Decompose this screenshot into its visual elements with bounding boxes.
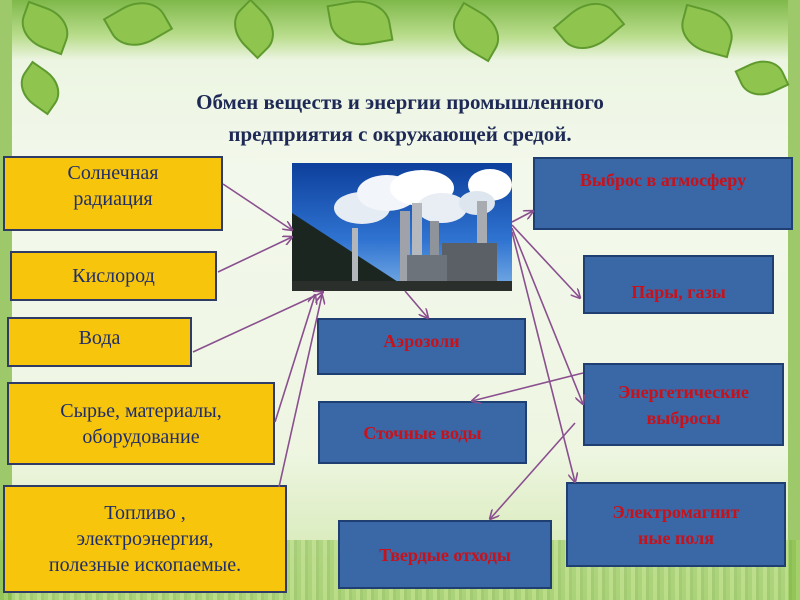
input-line: Вода — [78, 327, 121, 349]
arrow-factory-to-vapors — [511, 224, 580, 298]
input-line: Топливо , — [104, 502, 186, 524]
input-box-oxygen: Кислород — [10, 251, 217, 301]
input-box-fuel: Топливо , электроэнергия, полезные ископае… — [3, 485, 287, 593]
input-line: Кислород — [72, 265, 155, 287]
arrow-fuel-to-factory — [278, 295, 322, 488]
output-box-aerosols: Аэрозоли — [317, 318, 526, 375]
output-line: выбросы — [646, 407, 721, 428]
output-line: Электромагнит — [612, 501, 740, 522]
input-line: электроэнергия, — [76, 528, 214, 550]
output-box-energy-emissions: Энергетические выбросы — [583, 363, 784, 446]
arrow-energy-to-solid-waste — [490, 422, 576, 519]
output-box-electromagnetic-fields: Электромагнит ные поля — [566, 482, 786, 567]
input-line: оборудование — [82, 425, 200, 448]
input-line: Сырье, материалы, — [60, 399, 222, 422]
arrow-factory-to-energy — [511, 227, 583, 404]
output-line: ные поля — [638, 527, 714, 548]
input-line: Солнечная — [67, 162, 159, 184]
output-box-wastewater: Сточные воды — [318, 401, 527, 464]
output-line: Выброс в атмосферу — [579, 170, 747, 190]
leaf-border-right — [788, 0, 800, 600]
output-line: Сточные воды — [363, 422, 482, 443]
input-line: радиация — [73, 188, 153, 210]
input-box-water: Вода — [7, 317, 192, 367]
output-line: Аэрозоли — [383, 331, 460, 351]
diagram-title: Обмен веществ и энергии промышленного пр… — [70, 86, 730, 150]
input-line: полезные ископаемые. — [48, 554, 242, 576]
arrow-factory-to-atmosphere — [511, 211, 533, 223]
output-box-solid-waste: Твердые отходы — [338, 520, 552, 589]
input-box-solar-radiation: Солнечная радиация — [3, 156, 223, 231]
arrow-water-to-factory — [192, 292, 323, 353]
title-line-2: предприятия с окружающей средой. — [228, 122, 572, 146]
output-line: Энергетические — [618, 381, 749, 402]
factory-illustration — [292, 169, 512, 291]
input-box-raw-materials: Сырье, материалы, оборудование — [7, 382, 275, 465]
title-line-1: Обмен веществ и энергии промышленного — [196, 90, 604, 114]
arrow-oxygen-to-factory — [217, 237, 292, 273]
arrow-factory-to-aerosols — [404, 290, 428, 318]
arrow-raw-to-factory — [274, 295, 315, 423]
arrow-factory-to-em-fields — [511, 231, 575, 482]
factory-image — [292, 163, 512, 291]
output-line: Твердые отходы — [379, 544, 511, 565]
output-line: Пары, газы — [631, 281, 726, 302]
arrow-solar-to-factory — [222, 183, 292, 230]
output-box-vapors-gases: Пары, газы — [583, 255, 774, 314]
output-box-atmosphere-emission: Выброс в атмосферу — [533, 157, 793, 230]
arrow-energy-to-wastewater — [472, 372, 584, 401]
